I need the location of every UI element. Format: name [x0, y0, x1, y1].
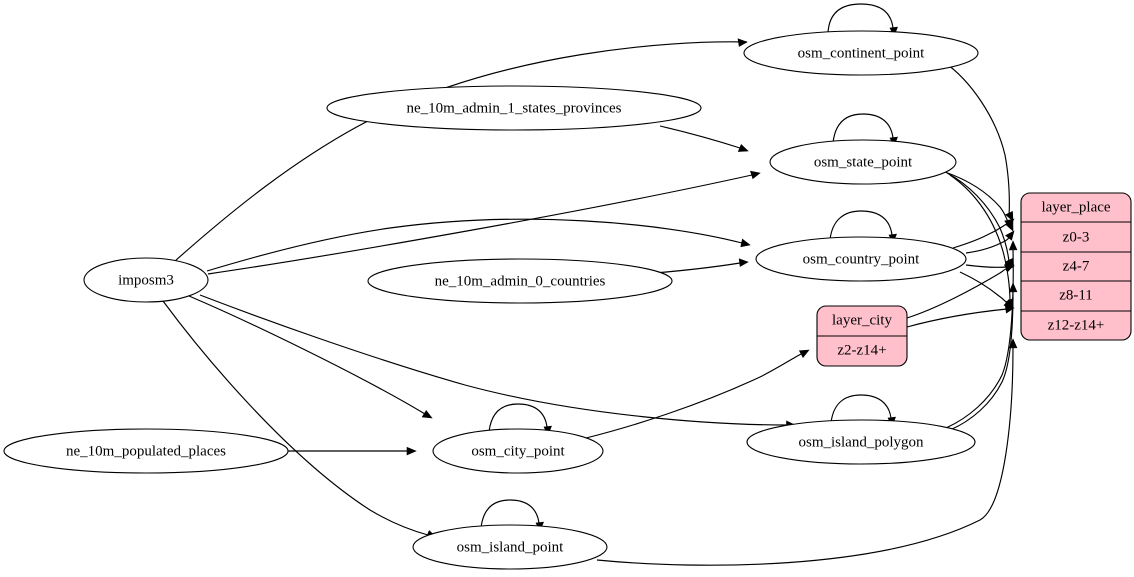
edge-osm-country-point-layer-place-z0-3: [952, 218, 1015, 249]
edge-ne-states-osm-state-point: [659, 125, 749, 152]
edge-osm-island-point-layer-place-z12-z14: [596, 338, 1018, 566]
node-ne-10m-admin-0-countries[interactable]: ne_10m_admin_0_countries: [367, 258, 673, 304]
node-osm-state-point[interactable]: osm_state_point: [769, 139, 957, 185]
edge-imposm3-osm-city-point: [188, 295, 433, 419]
node-osm-continent-point[interactable]: osm_continent_point: [743, 30, 979, 76]
edge-layer-city-layer-place-z8-11: [906, 264, 1015, 319]
node-imposm3[interactable]: imposm3: [83, 257, 209, 303]
edge-layer-city-layer-place-z12-z14: [906, 305, 1015, 328]
node-osm-island-polygon[interactable]: osm_island_polygon: [746, 419, 976, 465]
edge-osm-state-point-layer-place-z4-7: [944, 171, 1014, 232]
edge-osm-country-point-layer-place-z12-z14: [959, 271, 1014, 309]
node-osm-city-point[interactable]: osm_city_point: [432, 428, 604, 474]
node-ne-10m-populated-places[interactable]: ne_10m_populated_places: [3, 428, 289, 474]
node-layer: imposm3 ne_10m_admin_1_states_provinces …: [3, 30, 1132, 570]
edge-osm-continent-point-layer-place-z0-3: [943, 61, 1014, 222]
edge-ne-populated-osm-city-point: [288, 446, 417, 456]
edge-imposm3-osm-island-polygon: [199, 294, 796, 430]
edge-imposm3-osm-state-point: [207, 170, 761, 275]
node-layer-city[interactable]: layer_city z2-z14+: [816, 305, 908, 367]
edge-imposm3-osm-country-point: [206, 218, 751, 272]
edge-ne-countries-osm-country-point: [654, 258, 749, 274]
edge-osm-island-polygon-layer-place-z8-11: [949, 282, 1018, 431]
edge-osm-city-point-layer-city: [585, 349, 810, 439]
node-osm-country-point[interactable]: osm_country_point: [755, 236, 967, 282]
node-layer-place[interactable]: layer_place z0-3 z4-7 z8-11 z12-z14+: [1020, 192, 1132, 341]
edge-layer: [162, 3, 1018, 566]
node-ne-10m-admin-1-states-provinces[interactable]: ne_10m_admin_1_states_provinces: [326, 85, 702, 131]
edge-osm-country-point-layer-place-z4-7: [965, 230, 1015, 254]
node-osm-island-point[interactable]: osm_island_point: [412, 524, 608, 570]
edge-imposm3-osm-island-point: [162, 300, 437, 539]
